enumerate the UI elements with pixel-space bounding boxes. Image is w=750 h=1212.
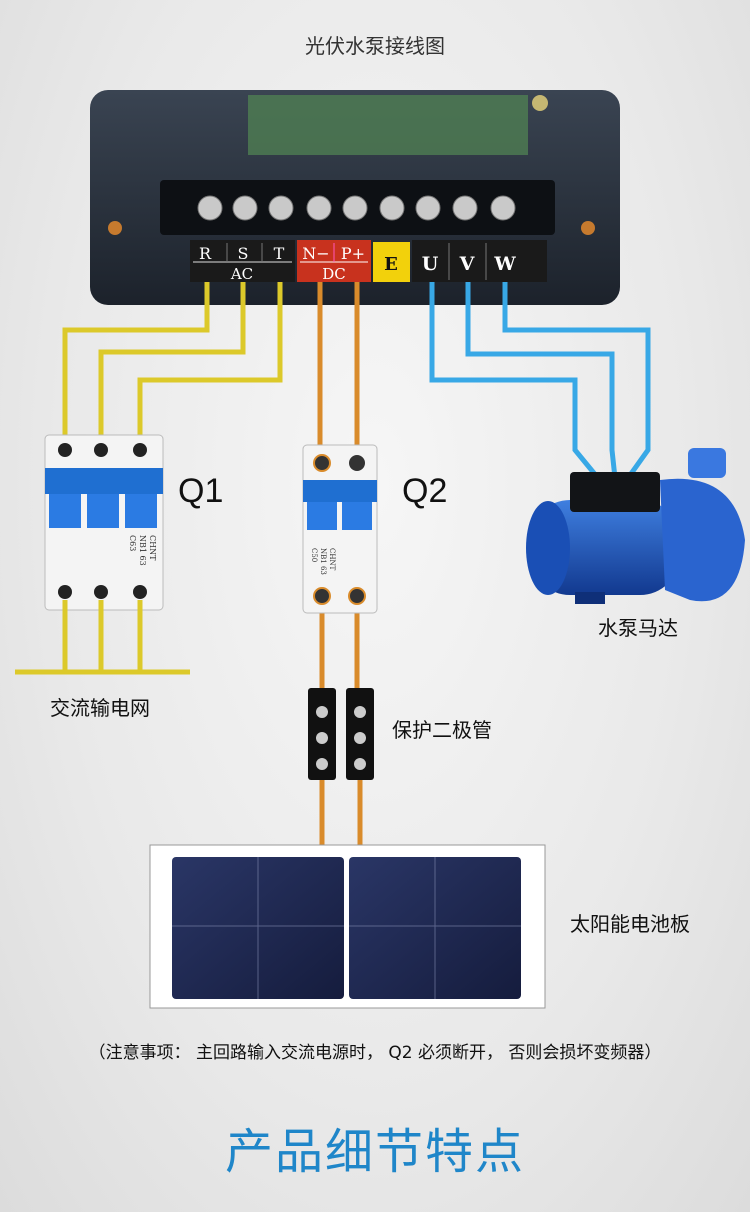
q2-model: NB1 63 xyxy=(319,548,327,575)
terminal-dc-label: DC xyxy=(322,265,346,283)
q1-breaker: CHNT NB1 63 C63 xyxy=(44,434,164,611)
q2-brand: CHNT xyxy=(328,548,336,571)
q2-label: Q2 xyxy=(402,472,448,510)
pump-motor xyxy=(526,448,745,604)
terminal-u: U xyxy=(422,253,439,275)
solar-label: 太阳能电池板 xyxy=(570,912,690,936)
q2-rating: C50 xyxy=(310,548,318,562)
screw-left xyxy=(108,221,122,235)
e-block xyxy=(373,242,410,282)
q1-rating: C63 xyxy=(128,535,137,551)
warning-note: （注意事项： 主回路输入交流电源时， Q2 必须断开， 否则会损坏变频器） xyxy=(88,1043,662,1063)
terminal-e: E xyxy=(384,254,398,275)
diode-label: 保护二极管 xyxy=(392,718,492,742)
terminal-screws xyxy=(197,195,516,221)
solar-panel xyxy=(149,844,546,1009)
control-board xyxy=(248,95,528,155)
terminal-ac-label: AC xyxy=(230,265,253,283)
diagram-title: 光伏水泵接线图 xyxy=(305,34,445,58)
terminal-v: V xyxy=(459,253,476,275)
dc-wires xyxy=(317,282,363,848)
q1-brand: CHNT xyxy=(148,535,157,561)
grid-lines xyxy=(15,600,190,675)
q2-breaker: CHNT NB1 63 C50 xyxy=(302,444,378,614)
pump-label: 水泵马达 xyxy=(598,616,678,640)
q1-model: NB1 63 xyxy=(138,535,147,566)
terminal-w: W xyxy=(493,253,516,275)
terminal-r: R xyxy=(199,244,212,263)
q1-label: Q1 xyxy=(178,472,224,510)
terminal-p-plus: P+ xyxy=(341,244,365,263)
terminal-n-minus: N− xyxy=(302,244,329,263)
section-heading: 产品细节特点 xyxy=(224,1124,525,1180)
pump-junction-box xyxy=(570,472,660,512)
terminal-label-strip: R S T AC N− P+ DC E U V W xyxy=(190,240,547,283)
grid-label: 交流输电网 xyxy=(50,696,150,720)
terminal-t: T xyxy=(274,244,285,263)
motor-wires xyxy=(429,282,651,480)
ac-wires xyxy=(62,282,283,440)
terminal-s: S xyxy=(238,244,249,263)
protection-diodes xyxy=(308,688,374,780)
screw-right xyxy=(581,221,595,235)
